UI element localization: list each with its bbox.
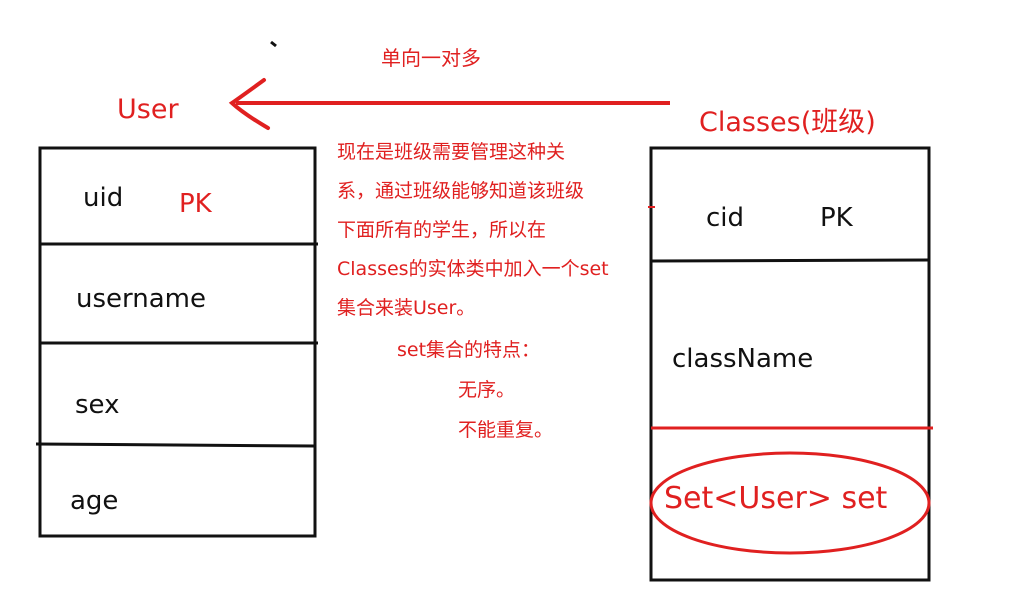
- note-line-5: 集合来装User。: [337, 297, 476, 319]
- user-field-sex: sex: [75, 390, 120, 420]
- relation-label: 单向一对多: [381, 46, 481, 70]
- classes-field-set: Set<User> set: [664, 481, 888, 516]
- relation-arrow: [228, 78, 670, 130]
- stray-mark: [270, 40, 277, 48]
- classes-field-cid: cid: [706, 203, 745, 233]
- note-line-1: 现在是班级需要管理这种关: [337, 141, 566, 163]
- set-feature-no-duplicates: 不能重复。: [458, 419, 554, 441]
- user-field-age: age: [70, 486, 119, 516]
- user-entity-title: User: [117, 94, 179, 125]
- note-line-2: 系，通过班级能够知道该班级: [337, 180, 585, 202]
- note-line-3: 下面所有的学生，所以在: [337, 219, 547, 241]
- classes-pk-label: PK: [820, 203, 853, 233]
- classes-field-classname: className: [672, 344, 814, 374]
- set-feature-unordered: 无序。: [458, 379, 516, 401]
- note-line-4: Classes的实体类中加入一个set: [337, 258, 609, 280]
- classes-entity-title: Classes(班级): [699, 107, 876, 138]
- set-features-title: set集合的特点：: [397, 339, 541, 361]
- user-table-outline: [35, 146, 318, 538]
- user-pk-label: PK: [179, 189, 212, 219]
- user-field-username: username: [76, 284, 206, 314]
- set-field-highlight: [649, 451, 931, 555]
- user-field-uid: uid: [83, 183, 124, 213]
- classes-table-outline: [648, 146, 933, 582]
